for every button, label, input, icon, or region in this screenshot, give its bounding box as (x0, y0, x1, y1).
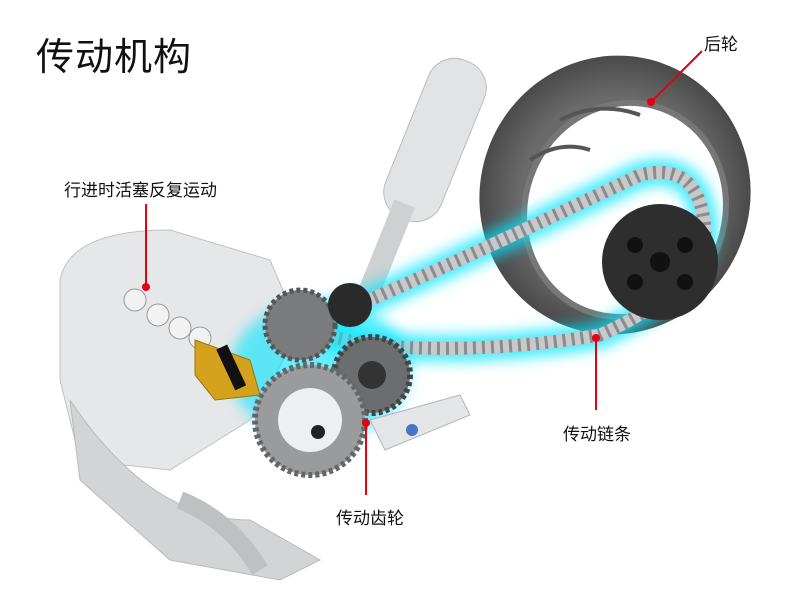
frame-bracket (369, 394, 471, 451)
piston-assembly (123, 288, 261, 401)
drive-gears (252, 283, 413, 478)
shock-absorber (357, 57, 487, 301)
callout-chain: 传动链条 (563, 425, 631, 445)
callout-gear: 传动齿轮 (336, 509, 404, 529)
callout-lines (142, 50, 703, 495)
page-title: 传动机构 (36, 35, 193, 79)
rear-sprocket (602, 204, 718, 320)
callout-rear-wheel: 后轮 (704, 35, 738, 55)
engine-block (59, 229, 322, 581)
callout-piston: 行进时活塞反复运动 (64, 181, 217, 201)
